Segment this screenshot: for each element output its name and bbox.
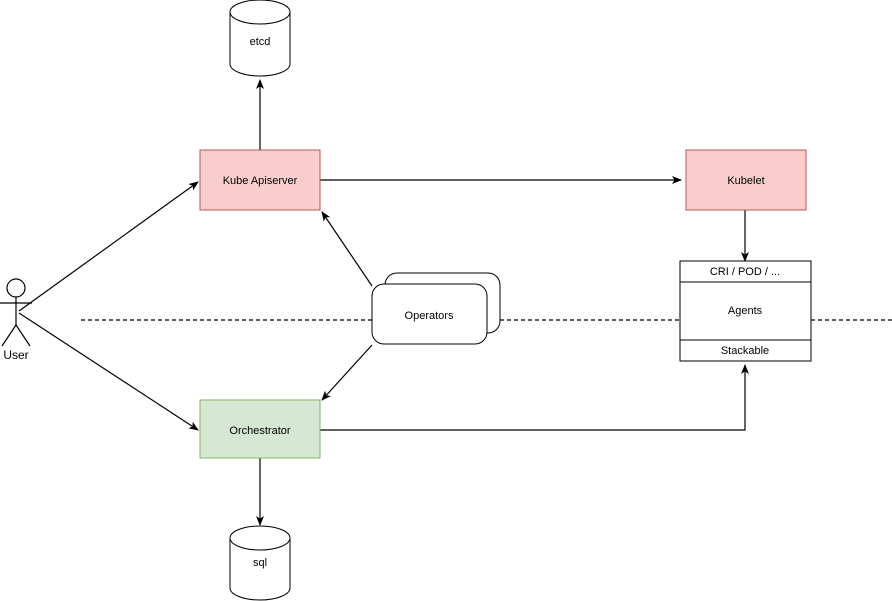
user-label: User	[3, 348, 28, 362]
operators-front-card	[371, 283, 488, 345]
operators-label: Operators	[405, 310, 454, 322]
edge-operators-to-kube-apiserver	[321, 211, 373, 287]
kubelet-label: Kubelet	[727, 175, 764, 187]
agents-box	[679, 260, 812, 362]
node-kubelet[interactable]: Kubelet	[685, 149, 807, 211]
sql-label: sql	[253, 557, 267, 569]
orchestrator-label: Orchestrator	[229, 425, 290, 437]
user-head-icon	[6, 278, 26, 298]
sql-cylinder-top	[229, 525, 291, 551]
edge-user-to-kube-apiserver	[18, 181, 199, 312]
agents-footer-label: Stackable	[721, 345, 769, 357]
node-sql[interactable]: sql	[229, 525, 291, 601]
kube-apiserver-box	[199, 149, 321, 211]
edge-operators-to-orchestrator	[321, 344, 373, 401]
edge-user-to-orchestrator	[18, 312, 199, 431]
etcd-cylinder-top	[229, 0, 291, 25]
user-leg-left	[1, 324, 17, 347]
node-orchestrator[interactable]: Orchestrator	[199, 399, 321, 459]
node-etcd[interactable]: etcd	[229, 0, 291, 77]
edge-orchestrator-to-agents	[320, 364, 749, 431]
etcd-label: etcd	[250, 36, 271, 48]
agents-header-label: CRI / POD / ...	[710, 266, 780, 278]
agents-body-label: Agents	[728, 305, 763, 317]
node-operators[interactable]: Operators	[371, 272, 501, 345]
user-leg-right	[15, 324, 31, 347]
orchestrator-box	[199, 399, 321, 459]
kubelet-box	[685, 149, 807, 211]
node-kube-apiserver[interactable]: Kube Apiserver	[199, 149, 321, 211]
node-agents[interactable]: CRI / POD / ... Agents Stackable	[679, 260, 812, 362]
kube-apiserver-label: Kube Apiserver	[223, 175, 298, 187]
node-user[interactable]: User	[0, 278, 32, 362]
